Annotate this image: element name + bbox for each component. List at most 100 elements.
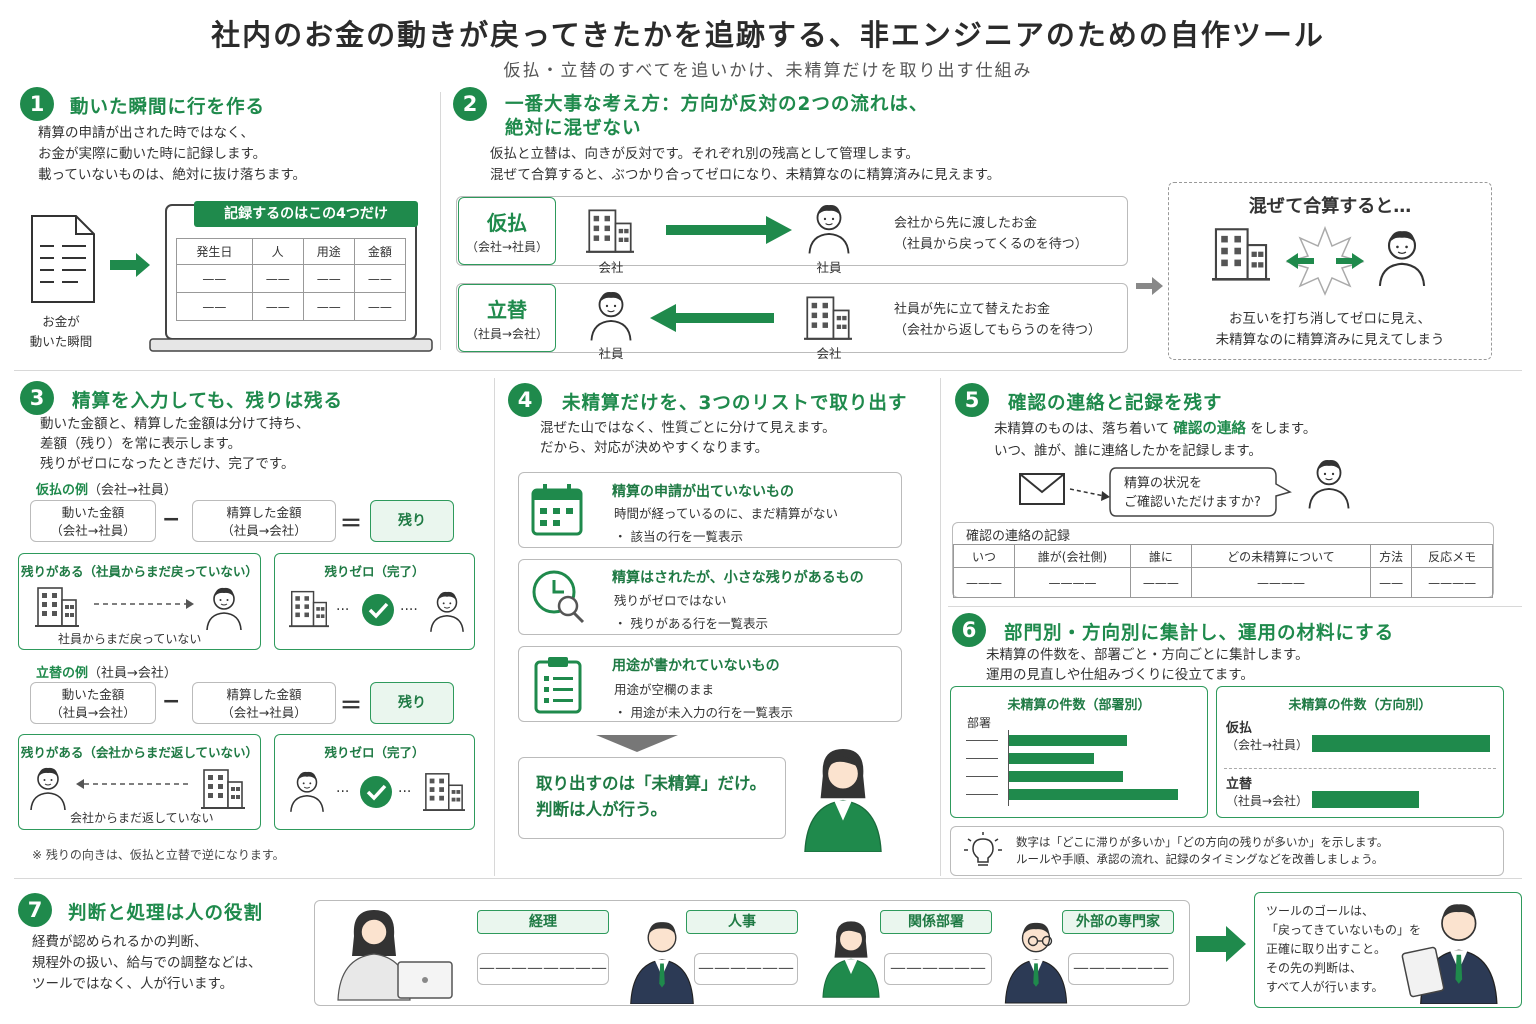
- step-2-text: 仮払と立替は、向きが反対です。それぞれ別の残高として管理します。混ぜて合算すると…: [490, 146, 1001, 183]
- step-4-heading: 未精算だけを、3つのリストで取り出す: [562, 393, 908, 414]
- record-table-title: 記録するのはこの4つだけ: [194, 201, 418, 227]
- list-item-desc: 時間が経っているのに、まだ精算がない: [614, 506, 839, 521]
- chart-bar: [1009, 753, 1094, 764]
- list-item-desc: 残りがゼロではない: [614, 593, 727, 608]
- building-icon: [288, 588, 330, 628]
- speech-bubble-text: 精算の状況をご確認いただけますか?: [1124, 476, 1261, 510]
- chart-bar: [1312, 791, 1419, 808]
- person-icon: [1306, 454, 1352, 510]
- dashed-arrow-right-icon: [94, 599, 194, 609]
- divider-h1: [14, 370, 1522, 371]
- step-7-badge: 7: [18, 893, 52, 927]
- minus-sign: −: [162, 507, 181, 532]
- conclusion-box: [518, 757, 786, 839]
- divider-h3: [14, 878, 1522, 879]
- svg-text:···: ···: [336, 784, 349, 800]
- list-item-bullet: ・ 用途が未入力の行を一覧表示: [614, 705, 794, 720]
- list-item-title: 精算はされたが、小さな残りがあるもの: [612, 570, 864, 586]
- chart-category-tick: [966, 740, 998, 741]
- building-icon: [200, 766, 246, 810]
- chart-bar: [1009, 789, 1178, 800]
- arrow-right-icon: [666, 216, 792, 244]
- step-5-heading: 確認の連絡と記録を残す: [1008, 393, 1223, 414]
- man-clipboard-icon: [1401, 903, 1498, 1005]
- arrow-right-icon: [110, 253, 150, 277]
- step-3-text: 動いた金額と、精算した金額は分けて持ち、差額（残り）を常に表示します。残りがゼロ…: [40, 416, 310, 472]
- step-2-heading: 一番大事な考え方：方向が反対の2つの流れは、絶対に混ぜない: [505, 94, 929, 139]
- list-item-title: 精算の申請が出ていないもの: [612, 484, 794, 500]
- flow-advance-to: 社員: [816, 260, 842, 275]
- chart-axis: [1008, 730, 1009, 806]
- flow-reimburse-desc: 社員が先に立て替えたお金（会社から返してもらうのを待つ）: [894, 302, 1101, 338]
- woman-thinking-icon: [796, 740, 890, 852]
- chart-title: 未精算の件数（部署別）: [1007, 698, 1151, 713]
- direction-note: ※ 残りの向きは、仮払と立替で逆になります。: [32, 848, 285, 862]
- step-6-heading: 部門別・方向別に集計し、運用の材料にする: [1004, 623, 1395, 644]
- col-purpose: 用途: [302, 238, 355, 265]
- step-3-badge: 3: [20, 381, 54, 415]
- check-icon: ·······: [336, 594, 418, 626]
- chart-category-tick: [966, 758, 998, 759]
- contact-log-title: 確認の連絡の記録: [966, 529, 1071, 544]
- step-1-text: 精算の申請が出された時ではなく、お金が実際に動いた時に記録します。載っていないも…: [38, 125, 306, 183]
- chart-divider: [1224, 768, 1496, 769]
- list-item-title: 用途が書かれていないもの: [612, 658, 780, 674]
- col-who: 誰が(会社側): [1013, 544, 1131, 568]
- list-unsubmitted[interactable]: [518, 472, 902, 548]
- reimburse-remaining-title: 残りがある（会社からまだ返していない）: [20, 745, 259, 760]
- step-3-heading: 精算を入力しても、残りは残る: [72, 391, 343, 412]
- document-icon: [31, 215, 95, 303]
- tip-text: 数字は「どこに滞りが多いか」「どの方向の残りが多いか」を示します。ルールや手順、…: [1016, 835, 1389, 866]
- advance-example-label: 仮払の例（会社→社員）: [36, 483, 177, 498]
- step-2-badge: 2: [453, 87, 487, 121]
- envelope-icon: [1019, 473, 1110, 505]
- chevron-down-icon: [596, 735, 678, 752]
- flow-reimburse-from: 社員: [598, 346, 624, 361]
- col-which-item: どの未精算について: [1190, 544, 1371, 568]
- conclusion-text: 取り出すのは「未精算」だけ。判断は人が行う。: [536, 774, 767, 819]
- role-tag-department: 関係部署: [880, 910, 992, 934]
- flow-advance-label: 仮払 （会社→社員）: [458, 197, 556, 265]
- remaining-box: 残り: [370, 682, 454, 724]
- step-7-text: 経費が認められるかの判断、規程外の扱い、給与での調整などは、ツールではなく、人が…: [32, 934, 262, 992]
- building-icon: [804, 292, 852, 342]
- equals-sign: ＝: [340, 694, 363, 719]
- person-icon: [588, 287, 634, 341]
- goal-text: ツールのゴールは、「戻ってきていないもの」を正確に取り出すこと。その先の判断は、…: [1266, 904, 1422, 994]
- remaining-box: 残り: [370, 500, 454, 542]
- woman-laptop-icon: [337, 910, 453, 1001]
- role-tag-hr: 人事: [686, 910, 798, 934]
- moved-amount-box: 動いた金額（社員→会社）: [30, 682, 156, 724]
- advance-remaining-note: 社員からまだ戻っていない: [58, 632, 202, 646]
- flow-advance-desc: 会社から先に渡したお金（社員から戻ってくるのを待つ）: [894, 216, 1088, 252]
- person-icon: [28, 764, 68, 810]
- list-item-bullet: ・ 残りがある行を一覧表示: [614, 616, 769, 631]
- advance-complete-title: 残りゼロ（完了）: [324, 564, 425, 579]
- col-reaction: 反応メモ: [1411, 544, 1493, 568]
- step-4-badge: 4: [508, 383, 542, 417]
- page-subtitle: 仮払・立替のすべてを追いかけ、未精算だけを取り出す仕組み: [503, 61, 1033, 81]
- settled-amount-box: 精算した金額（社員→会社）: [192, 500, 336, 542]
- document-label: お金が動いた瞬間: [29, 314, 93, 349]
- dashed-arrow-left-icon: [76, 779, 190, 789]
- moved-amount-box: 動いた金額（会社→社員）: [30, 500, 156, 542]
- arrow-right-icon: [1136, 277, 1163, 295]
- calendar-icon: [531, 484, 583, 536]
- chart-bar: [1312, 735, 1490, 752]
- man-glasses-icon: [1000, 912, 1072, 1004]
- divider-v1: [440, 92, 441, 350]
- svg-text:···: ···: [398, 784, 411, 800]
- collision-icon: [1285, 226, 1365, 296]
- tip-box: [950, 826, 1504, 876]
- person-icon: [806, 200, 852, 254]
- col-date: 発生日: [176, 238, 253, 265]
- building-icon: [422, 770, 466, 812]
- list-missing-purpose[interactable]: [518, 646, 902, 722]
- reimburse-remaining-note: 会社からまだ返していない: [70, 811, 214, 825]
- building-icon: [586, 205, 634, 255]
- mix-warning-title: 混ぜて合算すると…: [1248, 196, 1412, 217]
- col-when: いつ: [953, 544, 1015, 568]
- mix-warning-box: [1168, 182, 1492, 360]
- chart-category-label: 立替（社員→会社）: [1226, 777, 1309, 808]
- col-amount: 金額: [353, 238, 407, 265]
